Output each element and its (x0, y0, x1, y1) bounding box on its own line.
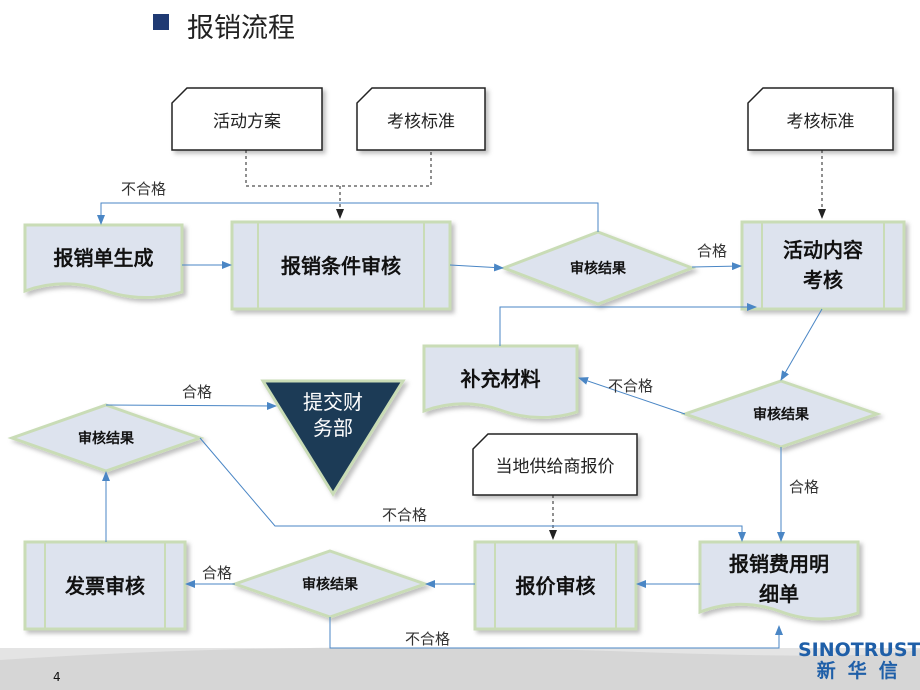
generate-form-shape (23, 223, 184, 299)
expense-detail-shape (698, 540, 860, 621)
doc-assessment-standard-2: 考核标准 (786, 111, 855, 132)
edge-label-pass-2: 合格 (789, 478, 820, 496)
arrow-decision4-fail (199, 437, 746, 542)
page-title: 报销流程 (187, 13, 295, 44)
arrow-decision2-fail (578, 377, 686, 415)
edge-label-pass-1: 合格 (697, 242, 728, 260)
invoice-review-label: 发票审核 (65, 573, 145, 598)
content-review-label-line1: 活动内容 (783, 238, 863, 262)
decision-2-label: 审核结果 (753, 407, 809, 423)
edge-label-fail-2: 不合格 (608, 377, 654, 395)
doc-local-supplier-quote: 当地供给商报价 (495, 457, 615, 477)
arrow-decision1-pass (691, 262, 742, 271)
edge-label-pass-4: 合格 (182, 383, 213, 401)
generate-form-label: 报销单生成 (53, 246, 154, 270)
submit-finance-label-line1: 提交财 (303, 390, 363, 414)
page-number: 4 (53, 670, 61, 684)
supplement-label: 补充材料 (460, 367, 541, 391)
arrow-content-to-decision2 (780, 308, 823, 381)
doc-activity-plan-shape (171, 87, 323, 151)
quote-review-shape (473, 540, 638, 631)
arrow-decision4-pass (105, 401, 277, 410)
condition-review-shape (230, 220, 452, 311)
invoice-review-shape (23, 540, 187, 631)
submit-finance-shape (260, 379, 406, 497)
expense-detail-label-line2: 细单 (759, 582, 799, 606)
footer-wave (0, 636, 920, 690)
arrow-supplement-to-content (499, 303, 757, 346)
supplement-shape (422, 344, 579, 420)
decision-3-label: 审核结果 (302, 577, 358, 593)
quote-review-label: 报价审核 (515, 573, 596, 598)
doc-standard-2-shape (747, 87, 894, 151)
company-logo: SINOTRUST 新华信 (798, 640, 920, 682)
decision-4-label: 审核结果 (78, 431, 134, 447)
edge-label-pass-3: 合格 (202, 564, 233, 582)
condition-review-label: 报销条件审核 (281, 253, 401, 278)
edge-label-fail-3: 不合格 (405, 630, 451, 648)
doc-standard-1-shape (356, 87, 486, 151)
edge-label-fail-top: 不合格 (121, 180, 167, 198)
doc-local-quote-shape (472, 433, 638, 496)
arrow-condition-to-decision1 (449, 263, 504, 272)
submit-finance-label-line2: 务部 (313, 416, 353, 440)
content-review-shape (740, 220, 906, 311)
expense-detail-label-line1: 报销费用明 (729, 552, 829, 576)
dashed-merge (245, 150, 432, 187)
decision-1-label: 审核结果 (570, 261, 626, 277)
logo-chinese: 新华信 (816, 660, 910, 682)
doc-assessment-standard-1: 考核标准 (387, 111, 455, 132)
edge-label-fail-4: 不合格 (382, 506, 428, 524)
content-review-label-line2: 考核 (803, 268, 843, 292)
decision-1-shape (499, 230, 697, 306)
doc-activity-plan: 活动方案 (213, 111, 281, 132)
arrow-decision1-fail (97, 202, 599, 232)
title-bullet (153, 14, 169, 30)
logo-english: SINOTRUST (798, 639, 920, 661)
arrow-decision3-fail (329, 617, 783, 649)
